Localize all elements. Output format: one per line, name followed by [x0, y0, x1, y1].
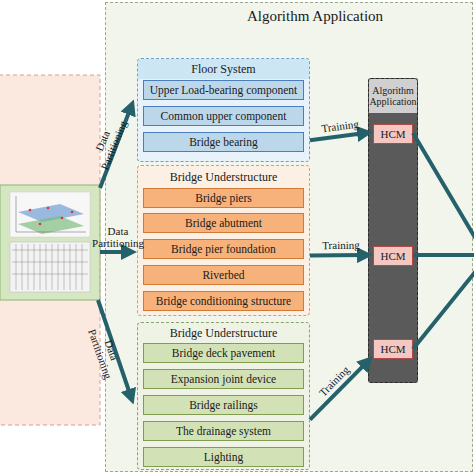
model-box: HCM	[373, 246, 413, 266]
data-table	[10, 242, 90, 292]
table-line	[16, 244, 17, 290]
model-box: HCM	[373, 339, 413, 359]
plot-point	[47, 207, 50, 210]
table-line	[12, 250, 88, 251]
table-line	[40, 244, 41, 290]
arrow-label: Data Partitioning	[87, 225, 149, 249]
table-line	[64, 244, 65, 290]
table-line	[12, 262, 88, 263]
plot-axis	[16, 196, 17, 232]
plot-point	[39, 223, 42, 226]
component-box: Common upper component	[143, 106, 304, 126]
panel-heading: Bridge Understructure	[138, 166, 309, 188]
panel-heading: Algorithm Application	[106, 6, 472, 26]
table-line	[46, 244, 47, 290]
component-box: Lighting	[143, 447, 304, 467]
box-label: Bridge deck pavement	[144, 344, 303, 362]
table-line	[28, 244, 29, 290]
group-panel: Floor SystemUpper Load-bearing component…	[137, 58, 310, 162]
table-line	[34, 244, 35, 290]
edge-label: Training	[321, 118, 360, 135]
component-box: Riverbed	[143, 265, 304, 285]
arrow-label: Data Partitioning	[85, 319, 128, 385]
output-arrow	[413, 133, 474, 246]
plot-point	[71, 211, 74, 214]
component-box: Bridge conditioning structure	[143, 291, 304, 311]
table-line	[58, 244, 59, 290]
group-panel: Bridge UnderstructureBridge deck pavemen…	[137, 322, 310, 470]
box-label: Bridge piers	[144, 189, 303, 207]
component-box: Bridge deck pavement	[143, 343, 304, 363]
partition-arrow	[100, 250, 129, 254]
box-label: Common upper component	[144, 107, 303, 125]
component-box: Bridge bearing	[143, 132, 304, 152]
component-box: Bridge piers	[143, 188, 304, 208]
data-panel	[0, 185, 100, 300]
table-line	[22, 244, 23, 290]
component-box: The drainage system	[143, 421, 304, 441]
training-arrow	[310, 133, 365, 140]
input-panel	[0, 75, 100, 425]
table-line	[12, 274, 88, 275]
box-label: Bridge conditioning structure	[144, 292, 303, 310]
edge-group	[310, 133, 367, 420]
edge-label: Training	[323, 239, 361, 251]
component-box: Bridge railings	[143, 395, 304, 415]
box-label: Bridge pier foundation	[144, 240, 303, 258]
partition-arrow	[98, 300, 131, 397]
plot-axis	[16, 232, 86, 233]
plot-point	[29, 209, 32, 212]
plot-area	[10, 192, 90, 237]
training-arrow	[310, 253, 365, 258]
box-label: Bridge abutment	[144, 214, 303, 232]
output-arrow	[413, 266, 474, 349]
training-arrow	[310, 362, 367, 420]
table-line	[52, 244, 53, 290]
component-box: Bridge abutment	[143, 213, 304, 233]
box-label: Bridge railings	[144, 396, 303, 414]
edge-label: Training	[317, 363, 352, 398]
output-arrow	[413, 253, 474, 257]
component-box: Expansion joint device	[143, 369, 304, 389]
table-line	[76, 244, 77, 290]
box-label: The drainage system	[144, 422, 303, 440]
panel-heading: Floor System	[138, 59, 309, 79]
component-box: Bridge pier foundation	[143, 239, 304, 259]
table-line	[82, 244, 83, 290]
table-line	[70, 244, 71, 290]
plot-plane	[18, 216, 84, 234]
partition-arrow	[100, 107, 131, 188]
model-box: HCM	[373, 124, 413, 144]
arrow-label: Data Partitioning	[85, 110, 130, 176]
box-label: Bridge bearing	[144, 133, 303, 151]
box-label: HCM	[374, 125, 412, 143]
table-grid	[12, 244, 88, 290]
panel-heading: Algorithm Application	[369, 79, 417, 113]
box-label: HCM	[374, 340, 412, 358]
plot-point	[61, 217, 64, 220]
algorithm-panel: Algorithm ApplicationHCM HCM HCM	[368, 78, 418, 383]
panel-heading: Bridge Understructure	[138, 323, 309, 343]
box-label: Expansion joint device	[144, 370, 303, 388]
box-label: Riverbed	[144, 266, 303, 284]
box-label: Lighting	[144, 448, 303, 466]
box-label: HCM	[374, 247, 412, 265]
box-label: Upper Load-bearing component	[144, 81, 303, 99]
application-panel: Algorithm ApplicationFloor SystemUpper L…	[105, 2, 473, 472]
component-box: Upper Load-bearing component	[143, 80, 304, 100]
group-panel: Bridge UnderstructureBridge piersBridge …	[137, 165, 310, 316]
